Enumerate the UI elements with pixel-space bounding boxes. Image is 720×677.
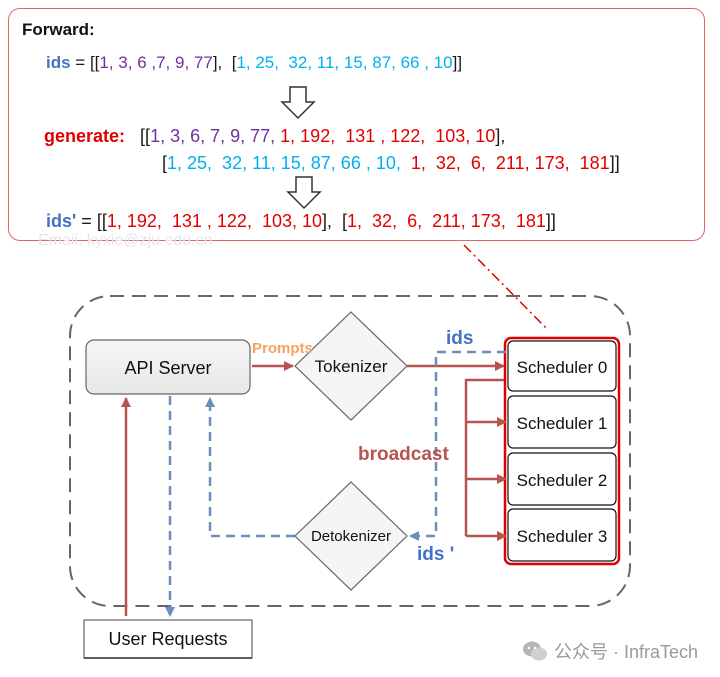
forward-title: Forward: — [22, 20, 95, 39]
scheduler-2-label: Scheduler 2 — [517, 471, 608, 490]
token-segment: [[ — [96, 211, 107, 231]
token-segment: ], — [495, 126, 506, 146]
scheduler-1-box[interactable] — [507, 395, 617, 449]
broadcast-label: broadcast — [358, 444, 449, 465]
token-segment: 1, 3, 6 ,7, 9, 77 — [99, 53, 213, 72]
token-segment: ]] — [452, 53, 463, 72]
scheduler-list: Scheduler 0 Scheduler 1 Scheduler 2 Sche… — [507, 340, 617, 562]
detokenizer-node[interactable] — [294, 481, 408, 591]
equals-sign-2: = — [76, 211, 97, 231]
ids-flow-label: ids — [446, 328, 473, 349]
ids-prime-values: [[1, 192, 131 , 122, 103, 10], [1, 32, 6… — [97, 211, 556, 231]
ids-prime-flow-label: ids ' — [417, 544, 454, 565]
token-segment: ]] — [545, 211, 556, 231]
generate-line-1: generate: [[1, 3, 6, 7, 9, 77, 1, 192, 1… — [44, 126, 505, 147]
prompts-label: Prompts — [252, 340, 313, 357]
wechat-icon — [522, 641, 547, 661]
ids-prime-label: ids' — [46, 211, 77, 231]
scheduler-3-box[interactable] — [507, 508, 617, 562]
token-segment: 1, 32, 6, 211, 173, 181 — [347, 211, 546, 231]
ids-prime-line: ids' = [[1, 192, 131 , 122, 103, 10], [1… — [46, 211, 556, 232]
broadcast-trunk — [464, 378, 504, 536]
token-segment: 1, 192, 131 , 122, 103, 10 — [275, 126, 496, 146]
forward-panel — [8, 8, 705, 241]
generate-values-1: [[1, 3, 6, 7, 9, 77, 1, 192, 131 , 122, … — [140, 126, 505, 146]
detokenizer-to-api-dashed-arrow — [205, 397, 295, 538]
equals-sign: = — [70, 53, 90, 72]
tokenizer-node[interactable] — [294, 311, 408, 421]
generate-line-2: [1, 25, 32, 11, 15, 87, 66 , 10, 1, 32, … — [162, 153, 620, 174]
detokenizer-label: Detokenizer — [311, 528, 391, 545]
scheduler-0-label: Scheduler 0 — [517, 358, 608, 377]
scheduler-2-box[interactable] — [507, 452, 617, 506]
callout-connector — [463, 244, 549, 331]
down-arrow-icon — [286, 176, 322, 210]
token-segment: ], — [212, 53, 232, 72]
scheduler-3-label: Scheduler 3 — [517, 527, 608, 546]
token-segment: 1, 192, 131 , 122, 103, 10 — [106, 211, 323, 231]
scheduler-0-box[interactable] — [507, 340, 617, 392]
scheduler-group — [503, 336, 621, 566]
scheduler-to-detokenizer-dashed-arrow — [409, 350, 506, 541]
token-segment: ], [ — [322, 211, 348, 231]
token-segment: [ — [162, 153, 168, 173]
token-segment: ]] — [609, 153, 620, 173]
token-segment: [ — [231, 53, 237, 72]
credit: 公众号 · InfraTech — [522, 638, 698, 664]
scheduler-1-label: Scheduler 1 — [517, 414, 608, 433]
token-segment: [[ — [140, 126, 151, 146]
ids-values: [[1, 3, 6 ,7, 9, 77], [1, 25, 32, 11, 15… — [90, 53, 462, 72]
generate-label: generate: — [44, 126, 126, 146]
user-requests-box[interactable] — [83, 619, 253, 659]
token-segment: 1, 25, 32, 11, 15, 87, 66 , 10, — [167, 153, 401, 173]
ids-label: ids — [46, 53, 71, 72]
api-server-box[interactable] — [85, 339, 251, 395]
down-arrow-icon — [280, 86, 316, 120]
api-server-label: API Server — [124, 358, 211, 378]
token-segment: 1, 3, 6, 7, 9, 77, — [150, 126, 276, 146]
generate-values-2: [1, 25, 32, 11, 15, 87, 66 , 10, 1, 32, … — [162, 153, 620, 173]
credit-text: 公众号 · InfraTech — [553, 642, 698, 662]
token-segment: 1, 25, 32, 11, 15, 87, 66 , 10 — [236, 53, 453, 72]
tokenizer-label: Tokenizer — [315, 357, 388, 376]
ids-line: ids = [[1, 3, 6 ,7, 9, 77], [1, 25, 32, … — [46, 53, 462, 73]
token-segment: [[ — [89, 53, 100, 72]
watermark-text: Email: kyxie@zju.edu.cn — [38, 232, 213, 249]
user-requests-label: User Requests — [108, 629, 227, 649]
token-segment: 1, 32, 6, 211, 173, 181 — [400, 153, 610, 173]
